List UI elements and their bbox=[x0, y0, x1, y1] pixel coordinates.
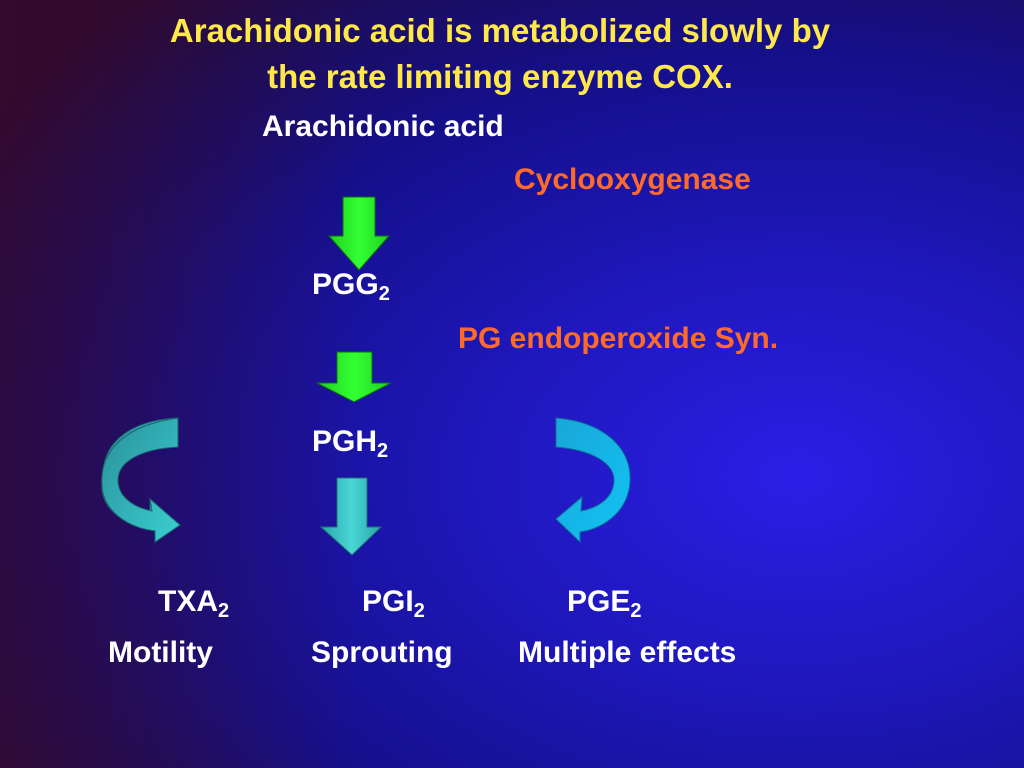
curved-arrow-right-icon bbox=[555, 417, 631, 544]
title-line-1: Arachidonic acid is metabolized slowly b… bbox=[169, 12, 831, 49]
slide-title: Arachidonic acid is metabolized slowly b… bbox=[0, 8, 1000, 100]
product-pgi2: PGI2 bbox=[362, 585, 425, 622]
green-down-arrow-icon bbox=[316, 351, 392, 403]
substrate-label: Arachidonic acid bbox=[262, 110, 504, 143]
product-txa2: TXA2 bbox=[158, 585, 230, 622]
teal-down-arrow-icon bbox=[319, 477, 383, 556]
curved-arrow-left-body bbox=[101, 417, 181, 543]
intermediate-pgg2: PGG2 bbox=[312, 268, 390, 305]
effect-multiple-effects: Multiple effects bbox=[518, 636, 737, 669]
green-down-arrow-icon bbox=[327, 196, 391, 271]
enzyme-pg-endoperoxide-synthase: PG endoperoxide Syn. bbox=[458, 322, 779, 355]
product-pge2: PGE2 bbox=[567, 585, 642, 622]
effect-motility: Motility bbox=[108, 636, 213, 669]
enzyme-cyclooxygenase: Cyclooxygenase bbox=[514, 163, 751, 196]
title-line-2: the rate limiting enzyme COX. bbox=[267, 58, 733, 95]
intermediate-pgh2: PGH2 bbox=[312, 425, 389, 462]
effect-sprouting: Sprouting bbox=[311, 636, 453, 669]
